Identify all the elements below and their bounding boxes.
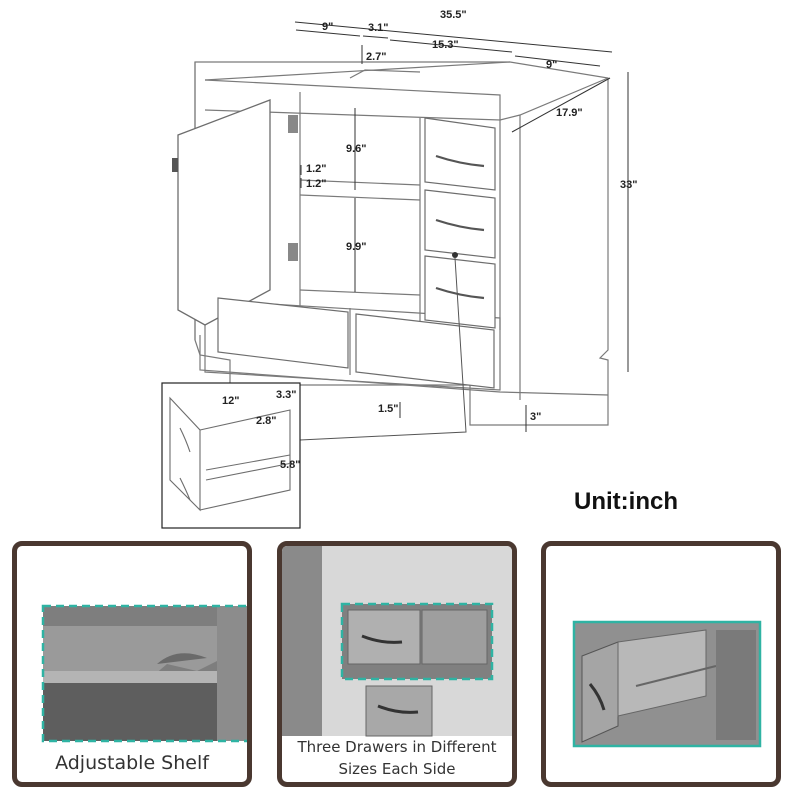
inset-drawer-front: 2.8" [256, 415, 277, 427]
dim-left-section: 9" [322, 21, 333, 33]
dim-shelf-b: 1.2" [306, 178, 327, 190]
dim-height: 33" [620, 179, 637, 191]
drawer-inset: 12" 3.3" 2.8" 5.8" [161, 382, 301, 529]
inset-drawer-depth: 12" [222, 395, 239, 407]
panel-adjustable-shelf: Adjustable Shelf [12, 541, 252, 787]
dim-upper-opening: 9.6" [346, 143, 367, 155]
drawers-photo [282, 546, 512, 737]
open-door [172, 99, 298, 326]
dimension-lines [294, 21, 629, 432]
inset-drawer-height: 5.8" [280, 459, 301, 471]
dim-right-section: 9" [546, 59, 557, 71]
unit-label: Unit:inch [574, 488, 678, 515]
dim-base-height: 3" [530, 411, 541, 423]
right-drawers [424, 117, 496, 329]
callout-leader [299, 257, 467, 441]
panel-drawer-detail [541, 541, 781, 787]
panel-three-drawers: Three Drawers in Different Sizes Each Si… [277, 541, 517, 787]
dimension-arrows [452, 252, 458, 258]
caption-line-2: Sizes Each Side [338, 760, 456, 778]
drawer-detail-photo [572, 620, 762, 748]
dim-total-width: 35.5" [440, 9, 467, 21]
dim-toe-gap: 1.5" [378, 403, 399, 415]
dim-center-width: 15.3" [432, 39, 459, 51]
cabinet-outline [194, 61, 609, 426]
cabinet-line-drawing: 9" 3.1" 35.5" 15.3" 9" 2.7" 17.9" 33" 9.… [161, 9, 637, 529]
shelf-photo [41, 604, 247, 743]
dim-shelf-a: 1.2" [306, 163, 327, 175]
caption-three-drawers: Three Drawers in Different Sizes Each Si… [282, 736, 512, 780]
dim-lower-opening: 9.9" [346, 241, 367, 253]
dim-top-rail: 2.7" [366, 51, 387, 63]
caption-line-1: Three Drawers in Different [297, 738, 497, 756]
inset-drawer-side: 3.3" [276, 389, 297, 401]
dim-gap-a: 3.1" [368, 22, 389, 34]
dim-depth: 17.9" [556, 107, 583, 119]
caption-adjustable-shelf: Adjustable Shelf [55, 752, 209, 774]
